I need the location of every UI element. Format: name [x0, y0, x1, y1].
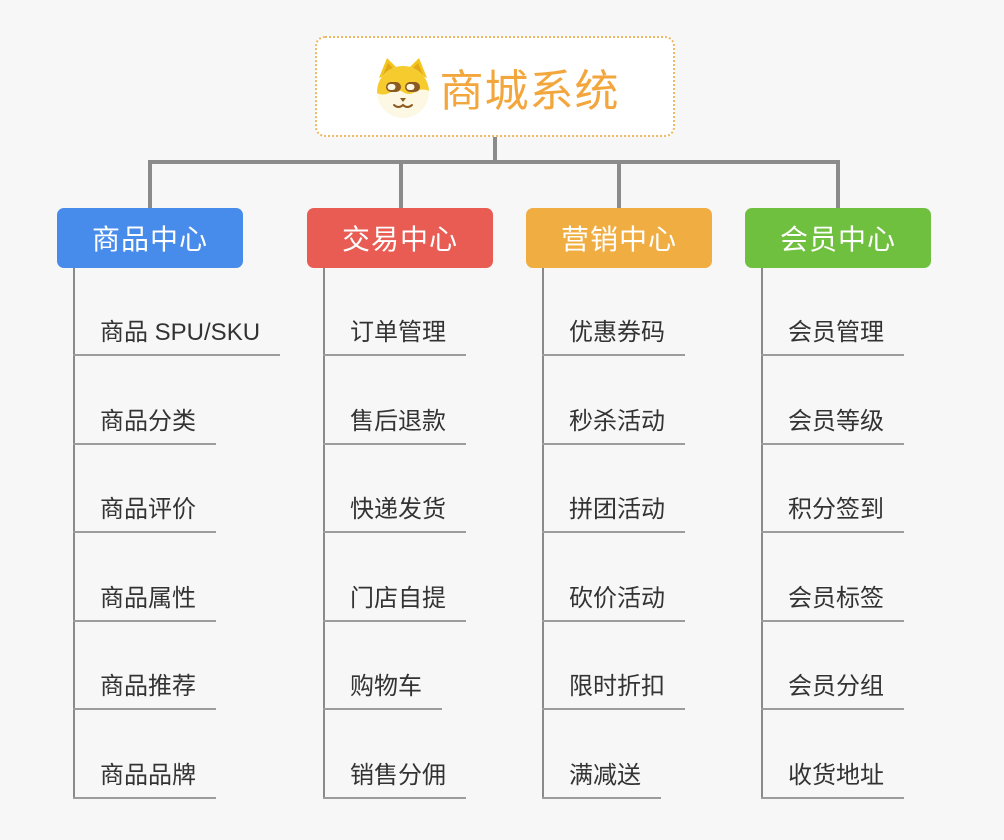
leaf-node[interactable]: 秒杀活动: [542, 401, 685, 445]
mindmap-root-node[interactable]: 商城系统: [315, 36, 675, 137]
branch-node-member-center[interactable]: 会员中心: [745, 208, 931, 268]
branch-node-marketing-center[interactable]: 营销中心: [526, 208, 712, 268]
leaf-node[interactable]: 限时折扣: [542, 666, 685, 710]
branch-children-column-member: 会员管理 会员等级 积分签到 会员标签 会员分组 收货地址: [761, 268, 991, 799]
connector-drop-line: [399, 160, 403, 208]
leaf-node[interactable]: 拼团活动: [542, 489, 685, 533]
connector-root-stem: [493, 137, 497, 164]
leaf-node[interactable]: 购物车: [323, 666, 442, 710]
leaf-node[interactable]: 优惠券码: [542, 312, 685, 356]
connector-drop-line: [617, 160, 621, 208]
leaf-node[interactable]: 售后退款: [323, 401, 466, 445]
leaf-node[interactable]: 商品 SPU/SKU: [73, 312, 281, 356]
leaf-node[interactable]: 快递发货: [323, 489, 466, 533]
leaf-node[interactable]: 订单管理: [323, 312, 466, 356]
leaf-node[interactable]: 满减送: [542, 755, 661, 799]
branch-children-column-trade: 订单管理 售后退款 快递发货 门店自提 购物车 销售分佣: [323, 268, 553, 799]
leaf-node[interactable]: 收货地址: [761, 755, 904, 799]
leaf-node[interactable]: 会员等级: [761, 401, 904, 445]
leaf-node[interactable]: 商品品牌: [73, 755, 216, 799]
leaf-node[interactable]: 商品属性: [73, 578, 216, 622]
leaf-node[interactable]: 门店自提: [323, 578, 466, 622]
leaf-node[interactable]: 会员标签: [761, 578, 904, 622]
leaf-node[interactable]: 会员管理: [761, 312, 904, 356]
leaf-node[interactable]: 砍价活动: [542, 578, 685, 622]
leaf-node[interactable]: 商品评价: [73, 489, 216, 533]
branch-node-trade-center[interactable]: 交易中心: [307, 208, 493, 268]
leaf-node[interactable]: 积分签到: [761, 489, 904, 533]
connector-drop-line: [148, 160, 152, 208]
branch-children-column-product: 商品 SPU/SKU 商品分类 商品评价 商品属性 商品推荐 商品品牌: [73, 268, 303, 799]
root-title: 商城系统: [439, 66, 620, 116]
dog-face-icon: [371, 54, 435, 120]
leaf-node[interactable]: 销售分佣: [323, 755, 466, 799]
leaf-node[interactable]: 会员分组: [761, 666, 904, 710]
connector-drop-line: [836, 160, 840, 208]
connector-bus-line: [148, 160, 839, 164]
leaf-node[interactable]: 商品推荐: [73, 666, 216, 710]
leaf-node[interactable]: 商品分类: [73, 401, 216, 445]
branch-children-column-marketing: 优惠券码 秒杀活动 拼团活动 砍价活动 限时折扣 满减送: [542, 268, 772, 799]
branch-node-product-center[interactable]: 商品中心: [57, 208, 243, 268]
